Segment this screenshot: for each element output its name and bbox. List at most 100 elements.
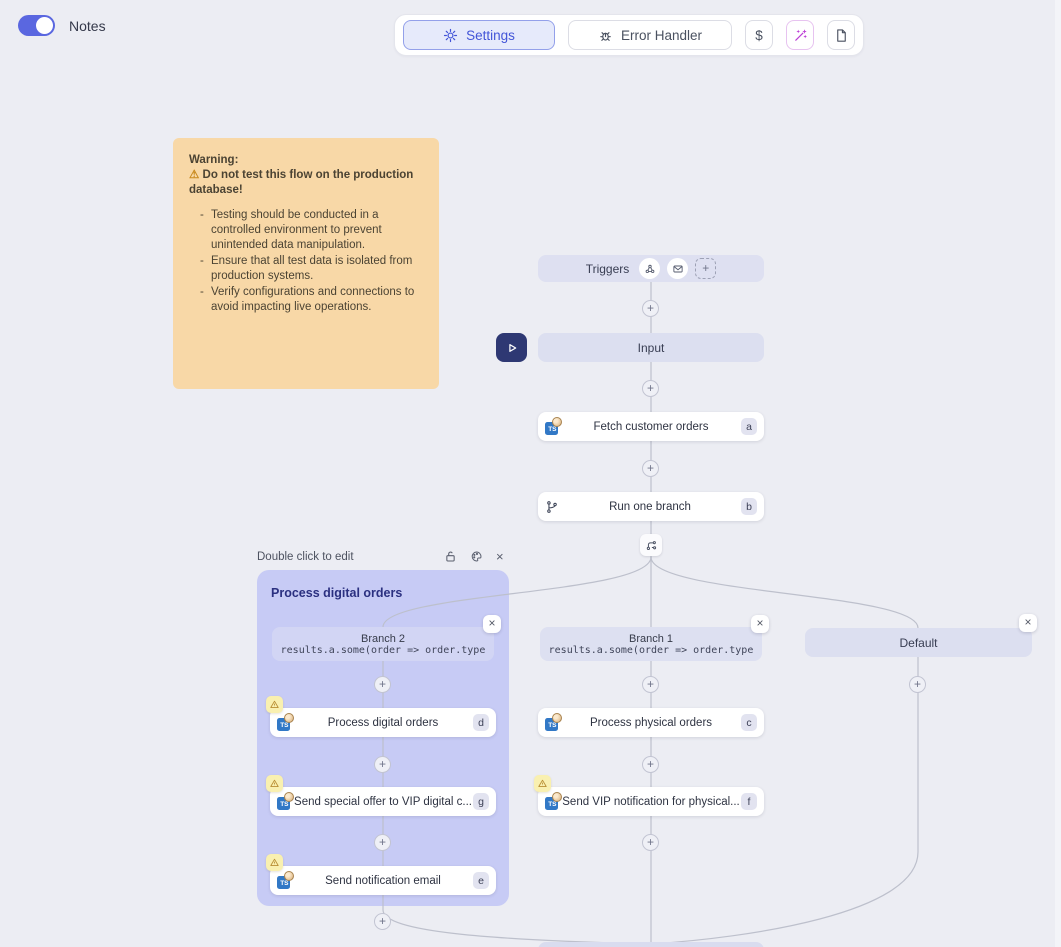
branch-split-chip[interactable] <box>640 534 662 556</box>
group-process-digital-orders[interactable]: Process digital orders <box>257 570 509 906</box>
add-node-button[interactable]: + <box>374 676 391 693</box>
magic-wand-icon <box>793 28 808 43</box>
node-key-badge: d <box>473 714 489 731</box>
bug-icon <box>598 28 613 43</box>
typescript-node-icon: TS <box>277 794 293 810</box>
node-label: Send VIP notification for physical... <box>561 796 741 808</box>
input-node-label: Input <box>638 341 665 355</box>
toggle-knob <box>36 17 53 34</box>
notes-toggle-group: Notes <box>18 15 106 36</box>
dollar-icon: $ <box>755 28 763 43</box>
node-send-vip-digital-offer[interactable]: TS Send special offer to VIP digital c..… <box>270 787 496 816</box>
document-icon <box>834 28 849 43</box>
group-title: Process digital orders <box>271 586 402 600</box>
node-send-notification-email[interactable]: TS Send notification email e <box>270 866 496 895</box>
warning-badge <box>534 775 551 792</box>
webhook-icon <box>644 263 656 275</box>
typescript-node-icon: TS <box>277 715 293 731</box>
scrollbar[interactable] <box>1055 0 1061 947</box>
warning-badge <box>266 854 283 871</box>
node-fetch-customer-orders[interactable]: TS Fetch customer orders a <box>538 412 764 441</box>
palette-icon[interactable] <box>470 550 483 563</box>
triggers-bar[interactable]: Triggers + <box>538 255 764 282</box>
avatar-badge-icon <box>284 792 294 802</box>
warning-emoji-icon: ⚠ <box>189 169 199 181</box>
node-key-badge: c <box>741 714 757 731</box>
run-flow-button[interactable] <box>496 333 527 362</box>
add-node-button[interactable]: + <box>374 834 391 851</box>
node-label: Fetch customer orders <box>561 421 741 433</box>
ai-assistant-button[interactable] <box>786 20 814 50</box>
branch-condition: results.a.some(order => order.type <box>281 645 486 656</box>
add-trigger-button[interactable]: + <box>695 258 716 279</box>
branch-title: Default <box>899 636 937 650</box>
typescript-node-icon: TS <box>545 794 561 810</box>
unlock-icon[interactable] <box>444 550 457 563</box>
avatar-badge-icon <box>284 713 294 723</box>
node-label: Process physical orders <box>561 717 741 729</box>
add-node-button[interactable]: + <box>642 300 659 317</box>
notes-toggle-label: Notes <box>69 18 106 34</box>
note-alert: ⚠ Do not test this flow on the productio… <box>189 168 423 198</box>
add-node-button[interactable]: + <box>909 676 926 693</box>
typescript-node-icon: TS <box>545 419 561 435</box>
node-label: Send special offer to VIP digital c... <box>293 796 473 808</box>
mail-icon <box>672 263 684 275</box>
add-node-button[interactable]: + <box>642 380 659 397</box>
cost-button[interactable]: $ <box>745 20 773 50</box>
error-handler-button[interactable]: Error Handler <box>568 20 732 50</box>
group-close-icon[interactable]: × <box>496 550 509 563</box>
avatar-badge-icon <box>552 713 562 723</box>
node-send-vip-physical-notification[interactable]: TS Send VIP notification for physical...… <box>538 787 764 816</box>
node-process-physical-orders[interactable]: TS Process physical orders c <box>538 708 764 737</box>
branch-title: Branch 1 <box>629 633 673 645</box>
play-icon <box>505 341 519 355</box>
split-icon <box>645 539 658 552</box>
add-node-button[interactable]: + <box>374 913 391 930</box>
branch2-remove-button[interactable]: × <box>483 615 501 633</box>
warning-badge <box>266 775 283 792</box>
group-edit-hint: Double click to edit <box>257 551 354 563</box>
add-node-button[interactable]: + <box>642 834 659 851</box>
webhook-trigger-button[interactable] <box>639 258 660 279</box>
gear-icon <box>443 28 458 43</box>
node-label: Send notification email <box>293 875 473 887</box>
sticky-note[interactable]: Warning: ⚠ Do not test this flow on the … <box>173 138 439 389</box>
note-title: Warning: <box>189 153 423 168</box>
node-process-digital-orders[interactable]: TS Process digital orders d <box>270 708 496 737</box>
typescript-node-icon: TS <box>277 873 293 889</box>
node-label: Process digital orders <box>293 717 473 729</box>
add-node-button[interactable]: + <box>374 756 391 773</box>
default-branch-node[interactable]: Default <box>805 628 1032 657</box>
email-trigger-button[interactable] <box>667 258 688 279</box>
merge-node-partial[interactable] <box>538 942 764 947</box>
avatar-badge-icon <box>552 792 562 802</box>
settings-button-label: Settings <box>466 28 515 43</box>
branch-title: Branch 2 <box>361 633 405 645</box>
note-bullet: Testing should be conducted in a control… <box>211 208 423 253</box>
toolbar: Settings Error Handler $ <box>394 14 864 56</box>
notes-toggle[interactable] <box>18 15 55 36</box>
add-node-button[interactable]: + <box>642 676 659 693</box>
note-bullet: Ensure that all test data is isolated fr… <box>211 254 423 284</box>
note-bullet-list: Testing should be conducted in a control… <box>189 208 423 315</box>
settings-button[interactable]: Settings <box>403 20 555 50</box>
node-label: Run one branch <box>559 501 741 513</box>
node-key-badge: g <box>473 793 489 810</box>
default-branch-remove-button[interactable]: × <box>1019 614 1037 632</box>
add-node-button[interactable]: + <box>642 756 659 773</box>
triggers-label: Triggers <box>586 262 630 276</box>
branch-icon <box>545 500 559 514</box>
warning-triangle-icon <box>537 778 548 789</box>
branch1-condition-node[interactable]: Branch 1 results.a.some(order => order.t… <box>540 627 762 661</box>
node-key-badge: e <box>473 872 489 889</box>
input-node[interactable]: Input <box>538 333 764 362</box>
node-run-one-branch[interactable]: Run one branch b <box>538 492 764 521</box>
branch1-remove-button[interactable]: × <box>751 615 769 633</box>
notes-page-button[interactable] <box>827 20 855 50</box>
add-node-button[interactable]: + <box>642 460 659 477</box>
group-hint-row: Double click to edit × <box>257 550 509 563</box>
branch2-condition-node[interactable]: Branch 2 results.a.some(order => order.t… <box>272 627 494 661</box>
